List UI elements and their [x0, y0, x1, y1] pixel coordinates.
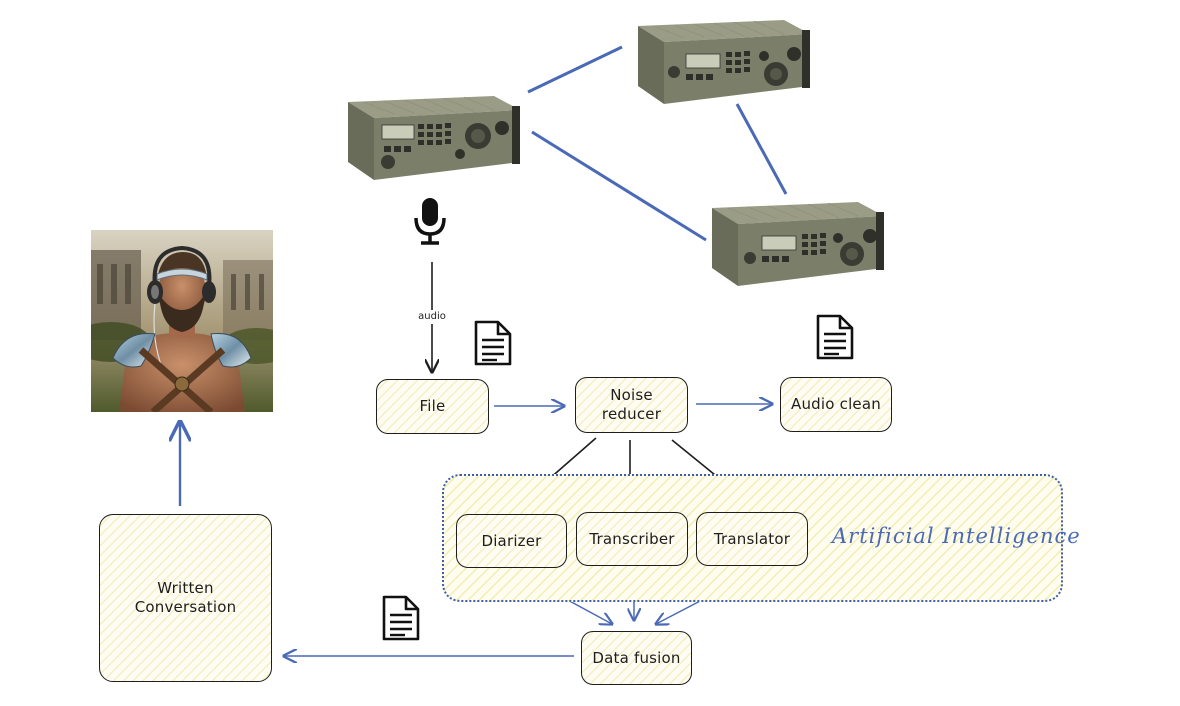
- radio-link-b-c: [735, 103, 788, 195]
- radio-transceiver-icon: [638, 20, 810, 104]
- transcriber-node[interactable]: Transcriber: [576, 512, 688, 566]
- microphone-icon: [414, 198, 446, 245]
- diarizer-node-label: Diarizer: [481, 531, 542, 550]
- warrior-with-headphones-image: [91, 230, 273, 412]
- document-icon: [816, 314, 854, 360]
- file-node-label: File: [419, 397, 446, 416]
- radio-transceiver-icon: [712, 202, 884, 286]
- transcriber-node-label: Transcriber: [589, 529, 675, 548]
- file-node[interactable]: File: [376, 379, 489, 434]
- noise-reducer-node[interactable]: Noise reducer: [575, 377, 688, 433]
- document-icon: [474, 320, 512, 366]
- written-conversation-node-label: Written Conversation: [134, 579, 237, 616]
- translator-node[interactable]: Translator: [696, 512, 808, 566]
- data-fusion-node-label: Data fusion: [592, 648, 681, 667]
- audio-clean-node[interactable]: Audio clean: [780, 377, 892, 432]
- ai-group-label: Artificial Intelligence: [832, 524, 1081, 548]
- radio-transceiver-icon: [348, 96, 520, 180]
- document-icon: [382, 595, 420, 641]
- data-fusion-node[interactable]: Data fusion: [581, 631, 692, 685]
- audio-clean-node-label: Audio clean: [791, 395, 881, 414]
- diarizer-node[interactable]: Diarizer: [456, 514, 567, 568]
- translator-node-label: Translator: [713, 529, 791, 548]
- edge-label-audio: audio: [413, 310, 451, 324]
- radio-link-a-b: [527, 45, 623, 94]
- noise-reducer-node-label: Noise reducer: [601, 386, 662, 423]
- written-conversation-node[interactable]: Written Conversation: [99, 514, 272, 682]
- radio-link-a-c: [531, 130, 707, 242]
